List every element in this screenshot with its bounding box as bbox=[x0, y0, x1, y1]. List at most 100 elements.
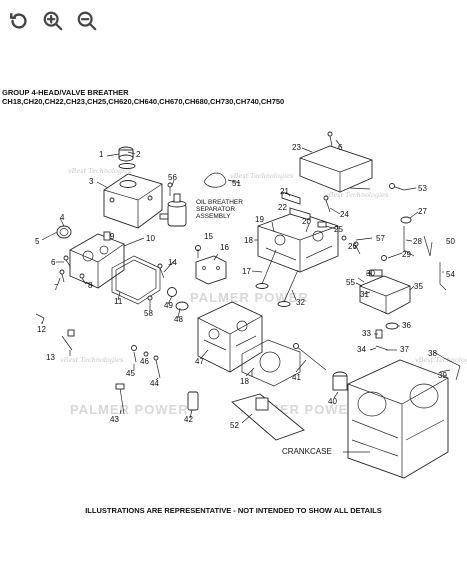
part-oil-cap bbox=[118, 146, 136, 169]
callout-57: 57 bbox=[376, 234, 385, 243]
callout-15: 15 bbox=[204, 232, 213, 241]
callout-5: 5 bbox=[35, 237, 40, 246]
callout-37: 37 bbox=[400, 345, 409, 354]
part-cylinder-head-2 bbox=[257, 211, 339, 273]
part-hose bbox=[203, 172, 227, 188]
callout-32: 32 bbox=[296, 298, 305, 307]
callout-27: 27 bbox=[418, 207, 427, 216]
watermark-small: vBest Technologies bbox=[230, 172, 294, 180]
callout-2: 2 bbox=[136, 150, 141, 159]
part-guide bbox=[231, 393, 305, 441]
callout-19: 19 bbox=[255, 215, 264, 224]
callout-28: 28 bbox=[413, 237, 422, 246]
callout-50: 50 bbox=[446, 237, 455, 246]
callout-58: 58 bbox=[144, 309, 153, 318]
callout-22: 22 bbox=[278, 203, 287, 212]
callout-51: 51 bbox=[232, 179, 241, 188]
callout-43: 43 bbox=[110, 415, 119, 424]
part-valve-cover bbox=[103, 173, 163, 229]
note-crankcase: CRANKCASE bbox=[282, 447, 332, 456]
callout-48: 48 bbox=[174, 315, 183, 324]
zoom-out-button[interactable] bbox=[74, 8, 100, 34]
callout-46: 46 bbox=[140, 357, 149, 366]
callout-7: 7 bbox=[54, 283, 59, 292]
callout-49: 49 bbox=[164, 301, 173, 310]
callout-26: 26 bbox=[348, 242, 357, 251]
part-cylinder-head-1 bbox=[197, 301, 263, 373]
part-crankcase bbox=[347, 359, 449, 479]
part-gasket bbox=[111, 255, 161, 305]
note-oil-breather-2: SEPARATOR bbox=[196, 206, 235, 213]
callout-11: 11 bbox=[114, 297, 123, 306]
callout-13: 13 bbox=[46, 353, 55, 362]
callout-38: 38 bbox=[428, 349, 437, 358]
callout-39: 39 bbox=[438, 371, 447, 380]
zoom-in-button[interactable] bbox=[40, 8, 66, 34]
part-bracket bbox=[195, 255, 227, 285]
callout-8: 8 bbox=[88, 281, 93, 290]
viewer-toolbar bbox=[6, 8, 100, 34]
leader-lines bbox=[41, 139, 451, 453]
callout-34: 34 bbox=[357, 345, 366, 354]
callout-6: 6 bbox=[51, 258, 56, 267]
callout-23: 23 bbox=[292, 143, 301, 152]
callout-35: 35 bbox=[414, 282, 423, 291]
title-line-2: CH18,CH20,CH22,CH23,CH25,CH620,CH640,CH6… bbox=[2, 97, 285, 106]
callout-31: 31 bbox=[360, 290, 369, 299]
watermark: PALMER POWER bbox=[190, 290, 309, 305]
callout-42: 42 bbox=[184, 415, 193, 424]
callout-45: 45 bbox=[126, 369, 135, 378]
part-oring bbox=[56, 225, 72, 239]
callout-55: 55 bbox=[346, 278, 355, 287]
part-head-gasket bbox=[241, 339, 301, 387]
reset-view-button[interactable] bbox=[6, 8, 32, 34]
callout-25: 25 bbox=[334, 225, 343, 234]
callout-labels: 1 2 3 4 5 6 7 8 9 10 11 12 13 14 15 16 1… bbox=[35, 143, 455, 430]
diagram-title: GROUP 4-HEAD/VALVE BREATHER CH18,CH20,CH… bbox=[2, 88, 284, 106]
callout-16: 16 bbox=[220, 243, 229, 252]
callout-12: 12 bbox=[37, 325, 46, 334]
callout-52: 52 bbox=[230, 421, 239, 430]
note-oil-breather-3: ASSEMBLY bbox=[196, 213, 231, 220]
callout-54: 54 bbox=[446, 270, 455, 279]
callout-47: 47 bbox=[195, 357, 204, 366]
callout-9: 9 bbox=[110, 232, 115, 241]
callout-56: 56 bbox=[168, 173, 177, 182]
title-line-1: GROUP 4-HEAD/VALVE BREATHER bbox=[2, 88, 129, 97]
part-oil-breather-separator bbox=[159, 193, 187, 227]
zoom-in-icon bbox=[43, 11, 63, 31]
rotate-ccw-icon bbox=[10, 13, 27, 29]
callout-18-lower: 18 bbox=[240, 377, 249, 386]
callout-18-upper: 18 bbox=[244, 236, 253, 245]
callout-3: 3 bbox=[89, 177, 94, 186]
callout-33: 33 bbox=[362, 329, 371, 338]
part-valve-2 bbox=[283, 269, 299, 303]
callout-29: 29 bbox=[402, 250, 411, 259]
callout-4: 4 bbox=[60, 213, 65, 222]
zoom-out-icon bbox=[77, 11, 97, 31]
callout-41: 41 bbox=[292, 373, 301, 382]
part-rocker-cover bbox=[299, 145, 373, 193]
callout-40: 40 bbox=[328, 397, 337, 406]
callout-53: 53 bbox=[418, 184, 427, 193]
callout-30: 30 bbox=[366, 269, 375, 278]
part-valve-1 bbox=[261, 249, 277, 285]
callout-44: 44 bbox=[150, 379, 159, 388]
callout-24: 24 bbox=[340, 210, 349, 219]
watermark: PALMER POWER bbox=[70, 402, 189, 417]
callout-1: 1 bbox=[99, 150, 104, 159]
callout-6-top: 6 bbox=[338, 143, 343, 152]
part-49 bbox=[167, 287, 177, 297]
callout-10: 10 bbox=[146, 234, 155, 243]
callout-14: 14 bbox=[168, 258, 177, 267]
callout-36: 36 bbox=[402, 321, 411, 330]
watermark-small: vBest Technologies bbox=[60, 356, 124, 364]
callout-17: 17 bbox=[242, 267, 251, 276]
callout-21: 21 bbox=[280, 187, 289, 196]
watermark-small: vBest Technologies bbox=[68, 167, 132, 175]
watermark-small: vBest Technologies bbox=[325, 191, 389, 199]
note-oil-breather-1: OIL BREATHER bbox=[196, 199, 243, 206]
footer-disclaimer: ILLUSTRATIONS ARE REPRESENTATIVE - NOT I… bbox=[85, 506, 382, 515]
callout-20: 20 bbox=[302, 217, 311, 226]
